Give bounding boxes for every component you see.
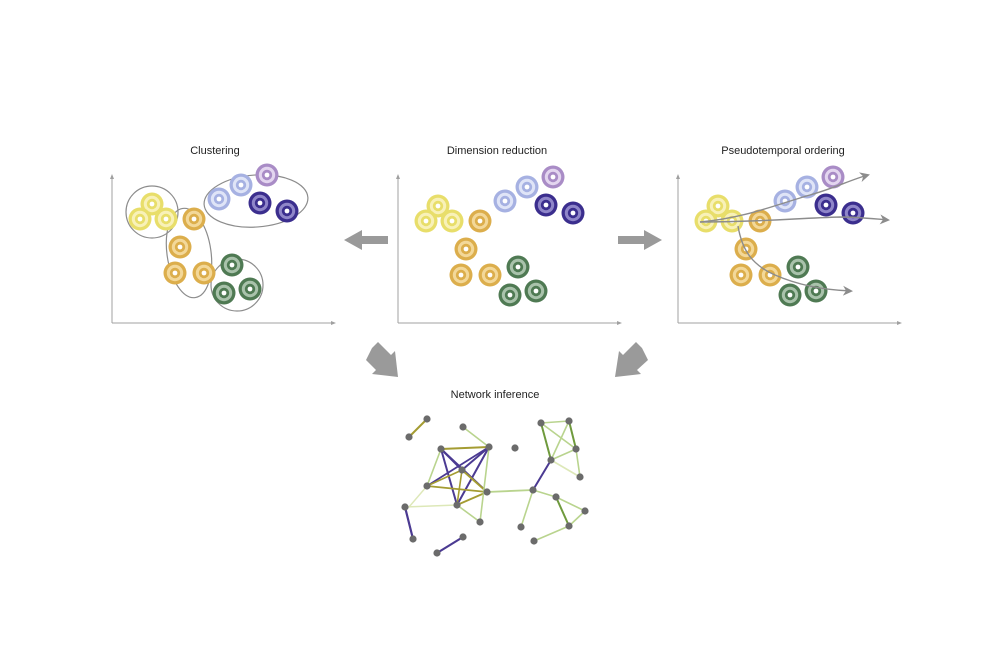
pseudotemporal-cells [694, 165, 865, 307]
cell-orange [758, 263, 782, 287]
trajectory-dark-blue [699, 214, 890, 225]
cell-green [238, 277, 262, 301]
cell-dark-blue [561, 201, 585, 225]
cell-light-blue [493, 189, 517, 213]
cell-orange [729, 263, 753, 287]
cell-dark-blue [275, 199, 299, 223]
cluster-outline-blue [203, 174, 309, 228]
cell-orange [468, 209, 492, 233]
trajectory-lavender [699, 172, 870, 223]
cluster-outline-orange [165, 207, 213, 299]
cell-dark-blue [534, 193, 558, 217]
pseudotemporal-ordering-title: Pseudotemporal ordering [721, 145, 845, 157]
network-inference-title: Network inference [451, 389, 540, 401]
clustering-axes [110, 174, 336, 325]
network-edges [403, 418, 586, 555]
cell-orange [478, 263, 502, 287]
cell-light-blue [773, 189, 797, 213]
cell-orange [192, 261, 216, 285]
dimension-reduction-cells [414, 165, 585, 307]
cell-yellow [440, 209, 464, 233]
cell-orange [454, 237, 478, 261]
arrow-right-icon [618, 230, 662, 250]
cell-light-blue [207, 187, 231, 211]
cell-lavender [821, 165, 845, 189]
cell-light-blue [795, 175, 819, 199]
dimension-reduction-panel [396, 165, 622, 325]
cell-dark-blue [814, 193, 838, 217]
arrow-down-right-icon [366, 342, 398, 377]
trajectory-green [737, 225, 853, 296]
cell-yellow [706, 194, 730, 218]
cell-light-blue [515, 175, 539, 199]
arrow-down-left-icon [615, 342, 648, 377]
cell-green [778, 283, 802, 307]
cell-orange [449, 263, 473, 287]
cell-lavender [255, 163, 279, 187]
cell-dark-blue [248, 191, 272, 215]
clustering-title: Clustering [190, 145, 240, 157]
cell-orange [163, 261, 187, 285]
cell-green [220, 253, 244, 277]
cell-green [804, 279, 828, 303]
cell-orange [168, 235, 192, 259]
arrow-left-icon [344, 230, 388, 250]
cell-yellow [154, 207, 178, 231]
cluster-outline-yellow [125, 185, 179, 239]
cell-green [212, 281, 236, 305]
cell-green [786, 255, 810, 279]
clustering-cells [128, 163, 299, 305]
cell-green [524, 279, 548, 303]
dimension-reduction-title: Dimension reduction [447, 145, 547, 157]
cell-green [506, 255, 530, 279]
network-nodes [401, 415, 589, 557]
flow-arrows [344, 230, 662, 377]
cell-light-blue [229, 173, 253, 197]
cell-orange [734, 237, 758, 261]
pseudotemporal-axes [676, 174, 902, 325]
pseudotemporal-panel [676, 165, 902, 325]
dimension-reduction-axes [396, 174, 622, 325]
clustering-panel [110, 163, 336, 325]
cell-yellow [140, 192, 164, 216]
cell-dark-blue [841, 201, 865, 225]
cell-yellow [414, 209, 438, 233]
cell-orange [182, 207, 206, 231]
cell-green [498, 283, 522, 307]
cell-yellow [128, 207, 152, 231]
network-graph [401, 415, 589, 557]
cell-lavender [541, 165, 565, 189]
trajectories [699, 172, 890, 296]
